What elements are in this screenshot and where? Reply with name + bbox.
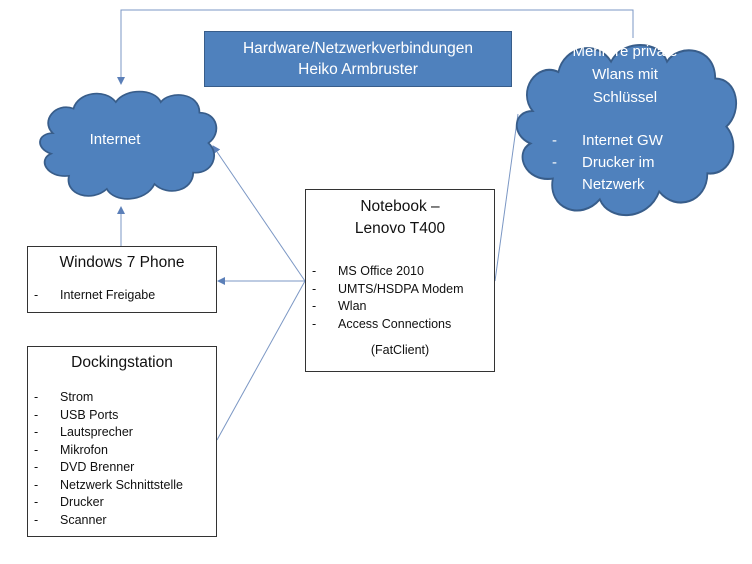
dockingstation-box: Dockingstation - Strom - USB Ports - Lautsp… xyxy=(27,346,217,537)
bullet-dash: - xyxy=(34,425,39,439)
dockingstation-item-label: Scanner xyxy=(60,512,107,527)
bullet-dash: - xyxy=(552,154,557,171)
phone-list: - Internet Freigabe xyxy=(28,287,216,305)
wlan-cloud xyxy=(515,43,737,217)
bullet-dash: - xyxy=(34,442,39,457)
dockingstation-item-label: Strom xyxy=(60,390,94,404)
notebook-title-line-1: Notebook – xyxy=(360,198,440,215)
phone-box: Windows 7 Phone - Internet Freigabe xyxy=(27,246,217,313)
bullet-dash: - xyxy=(312,299,317,313)
bullet-dash: - xyxy=(34,477,39,492)
notebook-box: Notebook – Lenovo T400 - MS Office 2010 -… xyxy=(305,189,495,372)
wlan-cloud-line: Wlans mit xyxy=(592,66,658,83)
bullet-dash: - xyxy=(34,390,39,404)
bullet-dash: - xyxy=(312,316,317,331)
title-box: Hardware/Netzwerkverbindungen Heiko Armb… xyxy=(204,31,512,87)
dockingstation-list-item: - USB Ports xyxy=(28,407,216,425)
dockingstation-list: - Strom - USB Ports - Lautsprecher - Mikrofo… xyxy=(28,389,216,529)
notebook-list-item: - UMTS/HSDPA Modem xyxy=(306,281,494,299)
bullet-dash: - xyxy=(34,288,39,302)
dockingstation-item-label: Drucker xyxy=(60,495,104,509)
notebook-item-label: Wlan xyxy=(338,299,367,313)
bullet-dash: - xyxy=(34,495,39,509)
connector-notebook-to-docking xyxy=(216,280,306,441)
dockingstation-title: Dockingstation xyxy=(71,354,173,371)
dockingstation-item-label: Mikrofon xyxy=(60,442,108,457)
dockingstation-list-item: - Netzwerk Schnittstelle xyxy=(28,477,216,495)
notebook-list: -MS Office 2010 -UMTS/HSDPA Modem -Wlan … xyxy=(306,263,494,333)
notebook-item-label: MS Office 2010 xyxy=(338,264,424,278)
bullet-dash: - xyxy=(312,281,317,296)
wlan-cloud-text: Mehrere private Wlans mit Schlüssel xyxy=(540,40,710,109)
wlan-cloud-line: Schlüssel xyxy=(592,89,658,106)
notebook-title-line-2: Lenovo T400 xyxy=(354,220,446,237)
connector-notebook-to-wlan xyxy=(494,113,519,282)
dockingstation-list-item: - Mikrofon xyxy=(28,442,216,460)
phone-item-label: Internet Freigabe xyxy=(60,288,156,302)
notebook-item-label: Access Connections xyxy=(338,316,452,331)
dockingstation-item-label: Netzwerk Schnittstelle xyxy=(60,477,183,492)
title-line-1: Hardware/Netzwerkverbindungen xyxy=(242,40,474,57)
connector-wlan-to-internet xyxy=(117,9,634,85)
dockingstation-item-label: Lautsprecher xyxy=(60,425,133,439)
dockingstation-item-label: DVD Brenner xyxy=(60,460,135,474)
wlan-cloud-list: - Internet GW - Drucker im Netzwerk xyxy=(552,130,702,196)
internet-cloud-label: Internet xyxy=(89,131,141,148)
wlan-item-label: Internet GW xyxy=(582,132,663,149)
bullet-dash: - xyxy=(34,460,39,474)
bullet-dash: - xyxy=(34,407,39,422)
dockingstation-list-item: - Drucker xyxy=(28,494,216,512)
phone-list-item: - Internet Freigabe xyxy=(28,287,216,305)
notebook-list-item: - MS Office 2010 xyxy=(306,263,494,281)
wlan-cloud-list-item: - Drucker im Netzwerk xyxy=(552,152,702,196)
title-line-2: Heiko Armbruster xyxy=(298,61,418,78)
wlan-item-label: Drucker im Netzwerk xyxy=(582,154,655,193)
phone-title: Windows 7 Phone xyxy=(59,254,185,271)
dockingstation-list-item: - Lautsprecher xyxy=(28,424,216,442)
dockingstation-list-item: - Strom xyxy=(28,389,216,407)
notebook-list-item: - Wlan xyxy=(306,298,494,316)
bullet-dash: - xyxy=(552,132,557,149)
dockingstation-list-item: - DVD Brenner xyxy=(28,459,216,477)
connector-notebook-to-internet xyxy=(212,145,306,282)
internet-cloud xyxy=(39,90,218,200)
notebook-footer: (FatClient) xyxy=(370,343,430,357)
dockingstation-item-label: USB Ports xyxy=(60,407,119,422)
wlan-cloud-line: Mehrere private xyxy=(572,43,678,60)
bullet-dash: - xyxy=(312,264,317,278)
notebook-item-label: UMTS/HSDPA Modem xyxy=(338,281,464,296)
dockingstation-list-item: - Scanner xyxy=(28,512,216,530)
bullet-dash: - xyxy=(34,512,39,527)
wlan-cloud-list-item: - Internet GW xyxy=(552,130,702,152)
notebook-title: Notebook – Lenovo T400 xyxy=(306,196,494,240)
notebook-list-item: - Access Connections xyxy=(306,316,494,334)
